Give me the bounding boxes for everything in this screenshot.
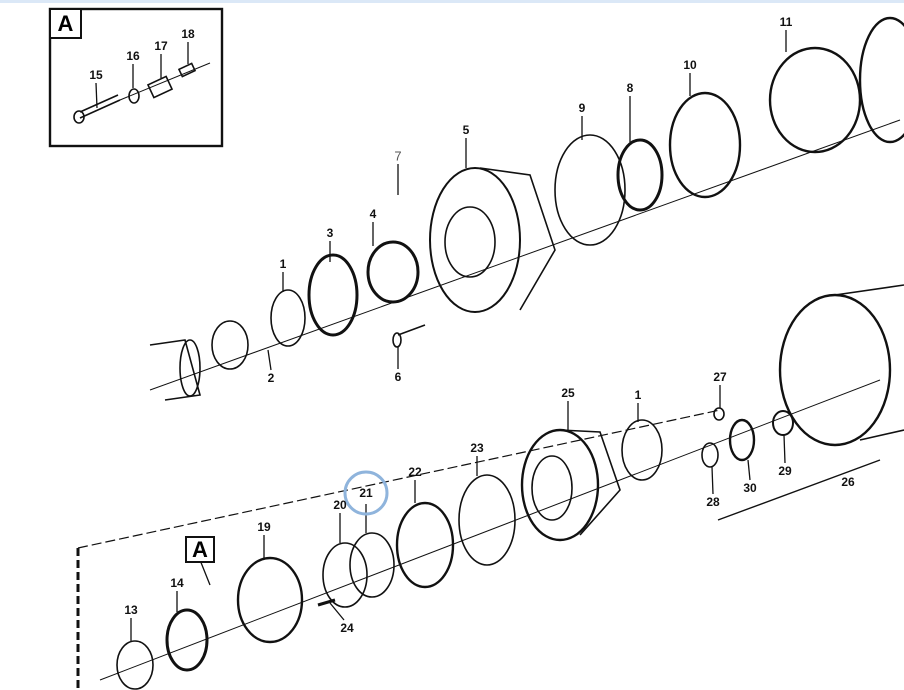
part-label[interactable]: 1 (279, 257, 287, 271)
gear-14 (165, 608, 209, 672)
part-label[interactable]: 25 (561, 386, 575, 400)
bearing-29 (772, 410, 794, 436)
part-label[interactable]: 2 (267, 371, 275, 385)
highlight-circle (343, 470, 389, 516)
part-label[interactable]: 3 (326, 226, 334, 240)
ring-21 (349, 532, 395, 598)
carrier-19 (236, 556, 304, 644)
gear-30 (728, 418, 756, 462)
part-label[interactable]: 18 (181, 27, 195, 41)
hub-5 (429, 167, 556, 313)
part-label[interactable]: 27 (713, 370, 727, 384)
part-label[interactable]: 29 (778, 464, 792, 478)
ring-22 (395, 501, 455, 589)
seal-4 (366, 240, 420, 304)
ring-20 (322, 542, 368, 608)
snap-ring-28 (701, 442, 719, 468)
part-label[interactable]: 5 (462, 123, 470, 137)
o-ring-1 (270, 289, 306, 347)
detail-box-a (48, 7, 224, 148)
axis-line-upper (149, 119, 901, 391)
part-label[interactable]: 4 (369, 207, 377, 221)
axis-line-lower (99, 379, 881, 681)
top-bar (0, 0, 904, 3)
part-label[interactable]: 8 (626, 81, 634, 95)
part-label-highlighted[interactable]: 21 (359, 486, 373, 500)
washer-27 (713, 407, 725, 421)
ring-23 (458, 474, 516, 566)
part-label[interactable]: 23 (470, 441, 484, 455)
part-label[interactable]: 26 (841, 475, 855, 489)
part-label[interactable]: 22 (408, 465, 422, 479)
axis-line-a (119, 62, 211, 101)
leader-lines (95, 30, 787, 641)
part-label[interactable]: 17 (154, 39, 168, 53)
bolt-15 (73, 94, 121, 124)
part-label[interactable]: 14 (170, 576, 184, 590)
callout-a-label: A (185, 536, 215, 563)
disc-11b (858, 16, 904, 144)
part-label[interactable]: 30 (743, 481, 757, 495)
part-label[interactable]: 13 (124, 603, 138, 617)
part-label[interactable]: 16 (126, 49, 140, 63)
ring-13 (116, 640, 154, 690)
part-label[interactable]: 6 (394, 370, 402, 384)
part-label[interactable]: 19 (257, 520, 271, 534)
spring-17 (146, 75, 174, 99)
ring-gear-25 (520, 428, 621, 542)
part-label[interactable]: 28 (706, 495, 720, 509)
bearing-8 (616, 138, 664, 212)
o-ring-9 (554, 134, 626, 246)
disc-11 (768, 46, 862, 154)
pin-24 (317, 598, 336, 607)
housing-26 (778, 284, 904, 447)
disc-pack-10 (668, 91, 742, 199)
part-label[interactable]: 1 (634, 388, 642, 402)
nut (211, 320, 249, 370)
o-ring-1b (621, 419, 663, 481)
part-label[interactable]: 10 (683, 58, 697, 72)
part-label[interactable]: 15 (89, 68, 103, 82)
part-label[interactable]: 11 (779, 15, 793, 29)
shaft (149, 339, 202, 401)
part-label[interactable]: 24 (340, 621, 354, 635)
part-label[interactable]: 20 (333, 498, 347, 512)
detail-a-label: A (49, 8, 82, 39)
part-label[interactable]: 7 (394, 148, 402, 164)
ring-3 (307, 253, 359, 337)
frame-line-top (77, 409, 721, 549)
frame-line-right (717, 459, 881, 521)
bolt-6 (392, 324, 426, 348)
part-label[interactable]: 9 (578, 101, 586, 115)
spring-18 (177, 62, 197, 78)
